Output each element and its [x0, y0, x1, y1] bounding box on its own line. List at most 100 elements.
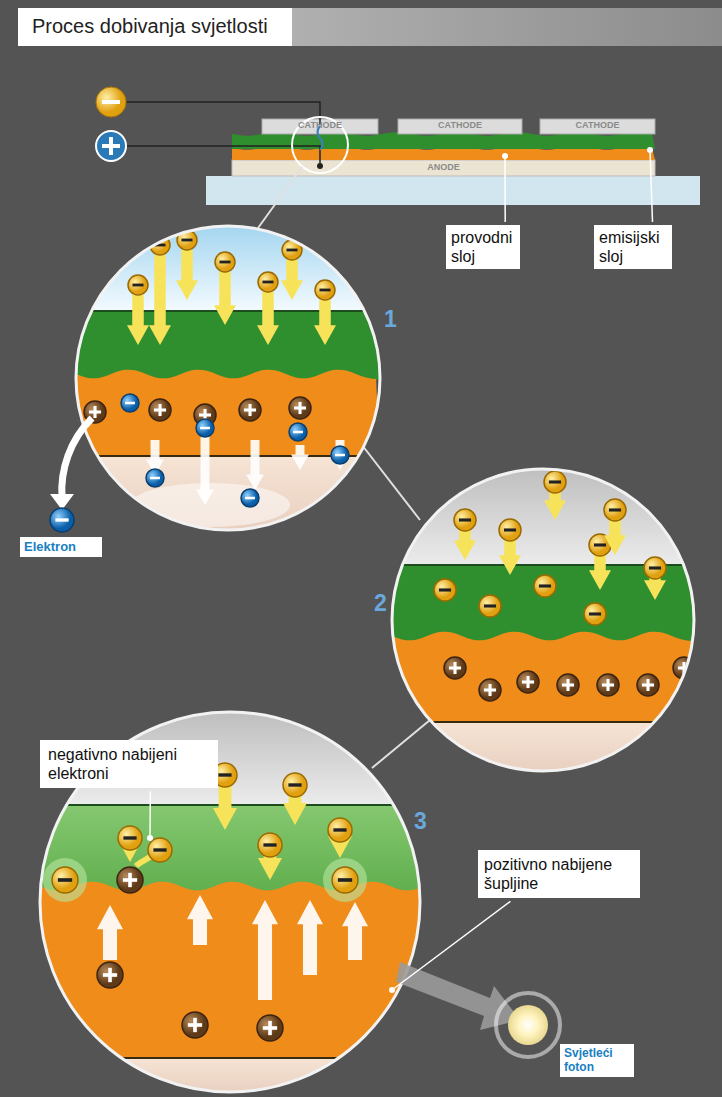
layer-band — [392, 632, 694, 724]
leader-line — [149, 791, 151, 838]
leader-line — [392, 901, 510, 990]
flow-arrow — [196, 430, 214, 505]
electron-ball — [128, 275, 148, 295]
electron-ball — [644, 557, 666, 579]
hole-ball — [479, 679, 501, 701]
free-electron — [289, 423, 307, 441]
node-text: emisijski sloj — [599, 228, 667, 266]
electron-ball — [434, 579, 456, 601]
zoom-circle — [35, 710, 425, 1095]
node-text: pozitivno nabijene šupljine — [484, 855, 634, 893]
title-bar — [292, 8, 722, 46]
node-text: Elektron — [24, 539, 98, 555]
flow-arrow — [331, 440, 349, 470]
callout-box: negativno nabijeni elektroni — [40, 740, 218, 788]
flow-arrow — [297, 900, 323, 975]
leader-dot — [502, 153, 508, 159]
free-electron — [241, 489, 259, 507]
oled-stack — [206, 119, 700, 205]
callout-box: emisijski sloj — [594, 225, 672, 269]
electron-ball — [332, 867, 358, 893]
electron-ball — [604, 499, 626, 521]
leader-line — [504, 156, 506, 222]
electron-ball — [544, 471, 566, 493]
cathode-label: CATHODE — [540, 120, 655, 131]
electron-ball — [148, 838, 172, 862]
cathode-strip — [540, 119, 655, 134]
electron-ball — [52, 867, 78, 893]
callout-box: provodni sloj — [446, 225, 520, 269]
electron-ball — [454, 509, 476, 531]
leader-dot — [647, 147, 653, 153]
flow-arrow — [258, 855, 282, 880]
flow-arrow — [283, 795, 307, 825]
hole-ball — [149, 399, 171, 421]
flow-arrow — [604, 520, 626, 555]
title: Proces dobivanja svjetlosti — [18, 8, 292, 46]
electron-ball — [118, 826, 142, 850]
flow-arrow — [187, 895, 213, 945]
flow-arrow — [214, 272, 236, 325]
cathode-strip — [262, 119, 378, 134]
flow-arrow — [342, 902, 368, 960]
callout-number: 1 — [384, 306, 408, 334]
hole-ball — [444, 657, 466, 679]
hole-ball — [257, 1015, 283, 1041]
leader-line — [650, 150, 653, 222]
zoom-circle — [70, 220, 390, 535]
zoom-ring — [40, 712, 420, 1092]
hole-ball — [597, 674, 619, 696]
zoom-ring — [392, 469, 694, 771]
flow-arrow — [589, 555, 611, 590]
electron-ball — [328, 818, 352, 842]
electron-ball — [215, 252, 235, 272]
electron-ball — [283, 773, 307, 797]
hole-ball — [97, 962, 123, 988]
cathode-strip — [398, 119, 522, 134]
photon-label-box: Svjetleći foton — [560, 1044, 634, 1077]
cathode-label: CATHODE — [262, 120, 378, 131]
anode-layer — [232, 160, 655, 176]
hole-ball — [517, 671, 539, 693]
flow-arrow — [499, 540, 521, 575]
photon-glow — [496, 993, 560, 1057]
layer-band — [76, 370, 380, 458]
power-source — [96, 87, 323, 169]
flow-arrow — [314, 300, 336, 345]
leader-lines — [147, 147, 653, 993]
electron-ball — [584, 603, 606, 625]
electron-ball — [534, 575, 556, 597]
node-text: Svjetleći foton — [564, 1046, 630, 1075]
node-text: provodni sloj — [451, 228, 515, 266]
hole-ball — [239, 399, 261, 421]
hole-ball — [289, 397, 311, 419]
electron-ball — [258, 833, 282, 857]
flow-arrow — [97, 905, 123, 960]
free-electron — [146, 469, 164, 487]
flow-arrow — [281, 260, 303, 300]
free-electron — [50, 508, 74, 532]
hole-ball — [637, 674, 659, 696]
electron-label-box: Elektron — [20, 537, 102, 557]
flow-arrow — [291, 445, 309, 470]
hole-ball — [182, 1012, 208, 1038]
free-electron — [121, 394, 139, 412]
flow-arrow — [176, 250, 198, 300]
electron-ball — [499, 519, 521, 541]
exit-arrow — [62, 418, 92, 498]
flow-arrow — [127, 295, 149, 345]
flow-arrow — [252, 900, 278, 1000]
flow-arrow — [149, 255, 171, 345]
photon — [508, 1005, 548, 1045]
callout-box: pozitivno nabijene šupljine — [478, 850, 640, 898]
anode-label: ANODE — [232, 162, 655, 173]
electron-ball — [315, 280, 335, 300]
layer-band — [40, 882, 420, 1060]
leader-dot — [389, 987, 395, 993]
glass-substrate — [206, 176, 700, 205]
flow-arrow — [544, 492, 566, 520]
flow-arrow — [454, 530, 476, 560]
cathode-label: CATHODE — [398, 120, 522, 131]
free-electron — [196, 419, 214, 437]
